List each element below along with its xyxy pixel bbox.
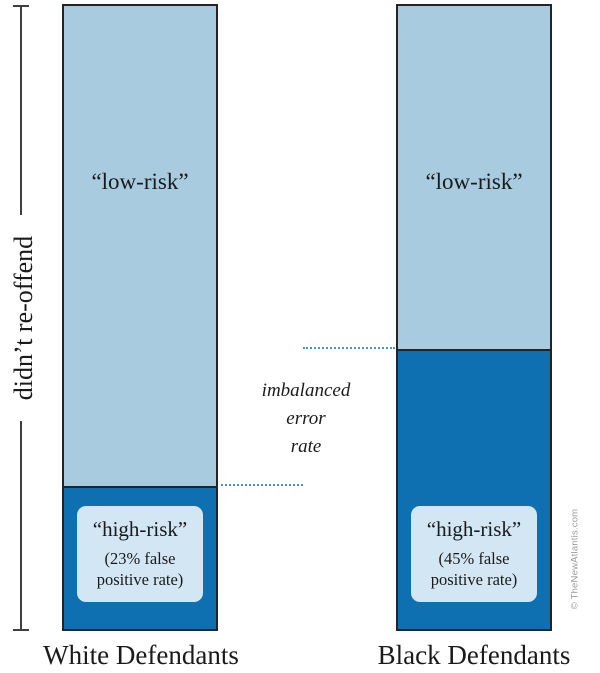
false-positive-rate-note: (45% false positive rate) bbox=[413, 548, 535, 590]
fpr-line2: positive rate) bbox=[430, 569, 518, 589]
low-risk-label: “low-risk” bbox=[91, 169, 189, 194]
false-positive-rate-note: (23% false positive rate) bbox=[79, 548, 201, 590]
high-risk-box: “high-risk” (45% false positive rate) bbox=[411, 505, 537, 602]
fpr-line1: (23% false bbox=[104, 548, 176, 568]
annotation-line: error bbox=[286, 408, 326, 429]
high-risk-label: “high-risk” bbox=[426, 516, 522, 541]
imbalanced-error-rate-annotation: imbalanced error rate bbox=[230, 377, 382, 461]
high-risk-box: “high-risk” (23% false positive rate) bbox=[77, 505, 203, 602]
bar-white-defendants: “low-risk” “high-risk” (23% false positi… bbox=[62, 4, 218, 631]
x-label-black-defendants: Black Defendants bbox=[377, 640, 571, 670]
y-axis-label: didn’t re-offend bbox=[1, 215, 47, 421]
y-axis-top-tick bbox=[13, 5, 29, 7]
fpr-line1: (45% false bbox=[438, 548, 510, 568]
bar-black-defendants: “low-risk” “high-risk” (45% false positi… bbox=[396, 4, 552, 631]
annotation-line: rate bbox=[290, 436, 322, 457]
high-risk-segment: “high-risk” (23% false positive rate) bbox=[64, 485, 216, 629]
fpr-line2: positive rate) bbox=[96, 569, 184, 589]
dotted-line-black-threshold bbox=[303, 347, 395, 349]
dotted-line-white-threshold bbox=[221, 484, 303, 486]
credit-watermark: © TheNewAtlantis.com bbox=[569, 508, 581, 610]
high-risk-label: “high-risk” bbox=[92, 516, 188, 541]
low-risk-label: “low-risk” bbox=[425, 169, 523, 194]
x-label-white-defendants: White Defendants bbox=[43, 640, 239, 670]
high-risk-segment: “high-risk” (45% false positive rate) bbox=[398, 348, 550, 629]
annotation-line: imbalanced bbox=[261, 380, 351, 401]
y-axis-bottom-tick bbox=[13, 629, 29, 631]
